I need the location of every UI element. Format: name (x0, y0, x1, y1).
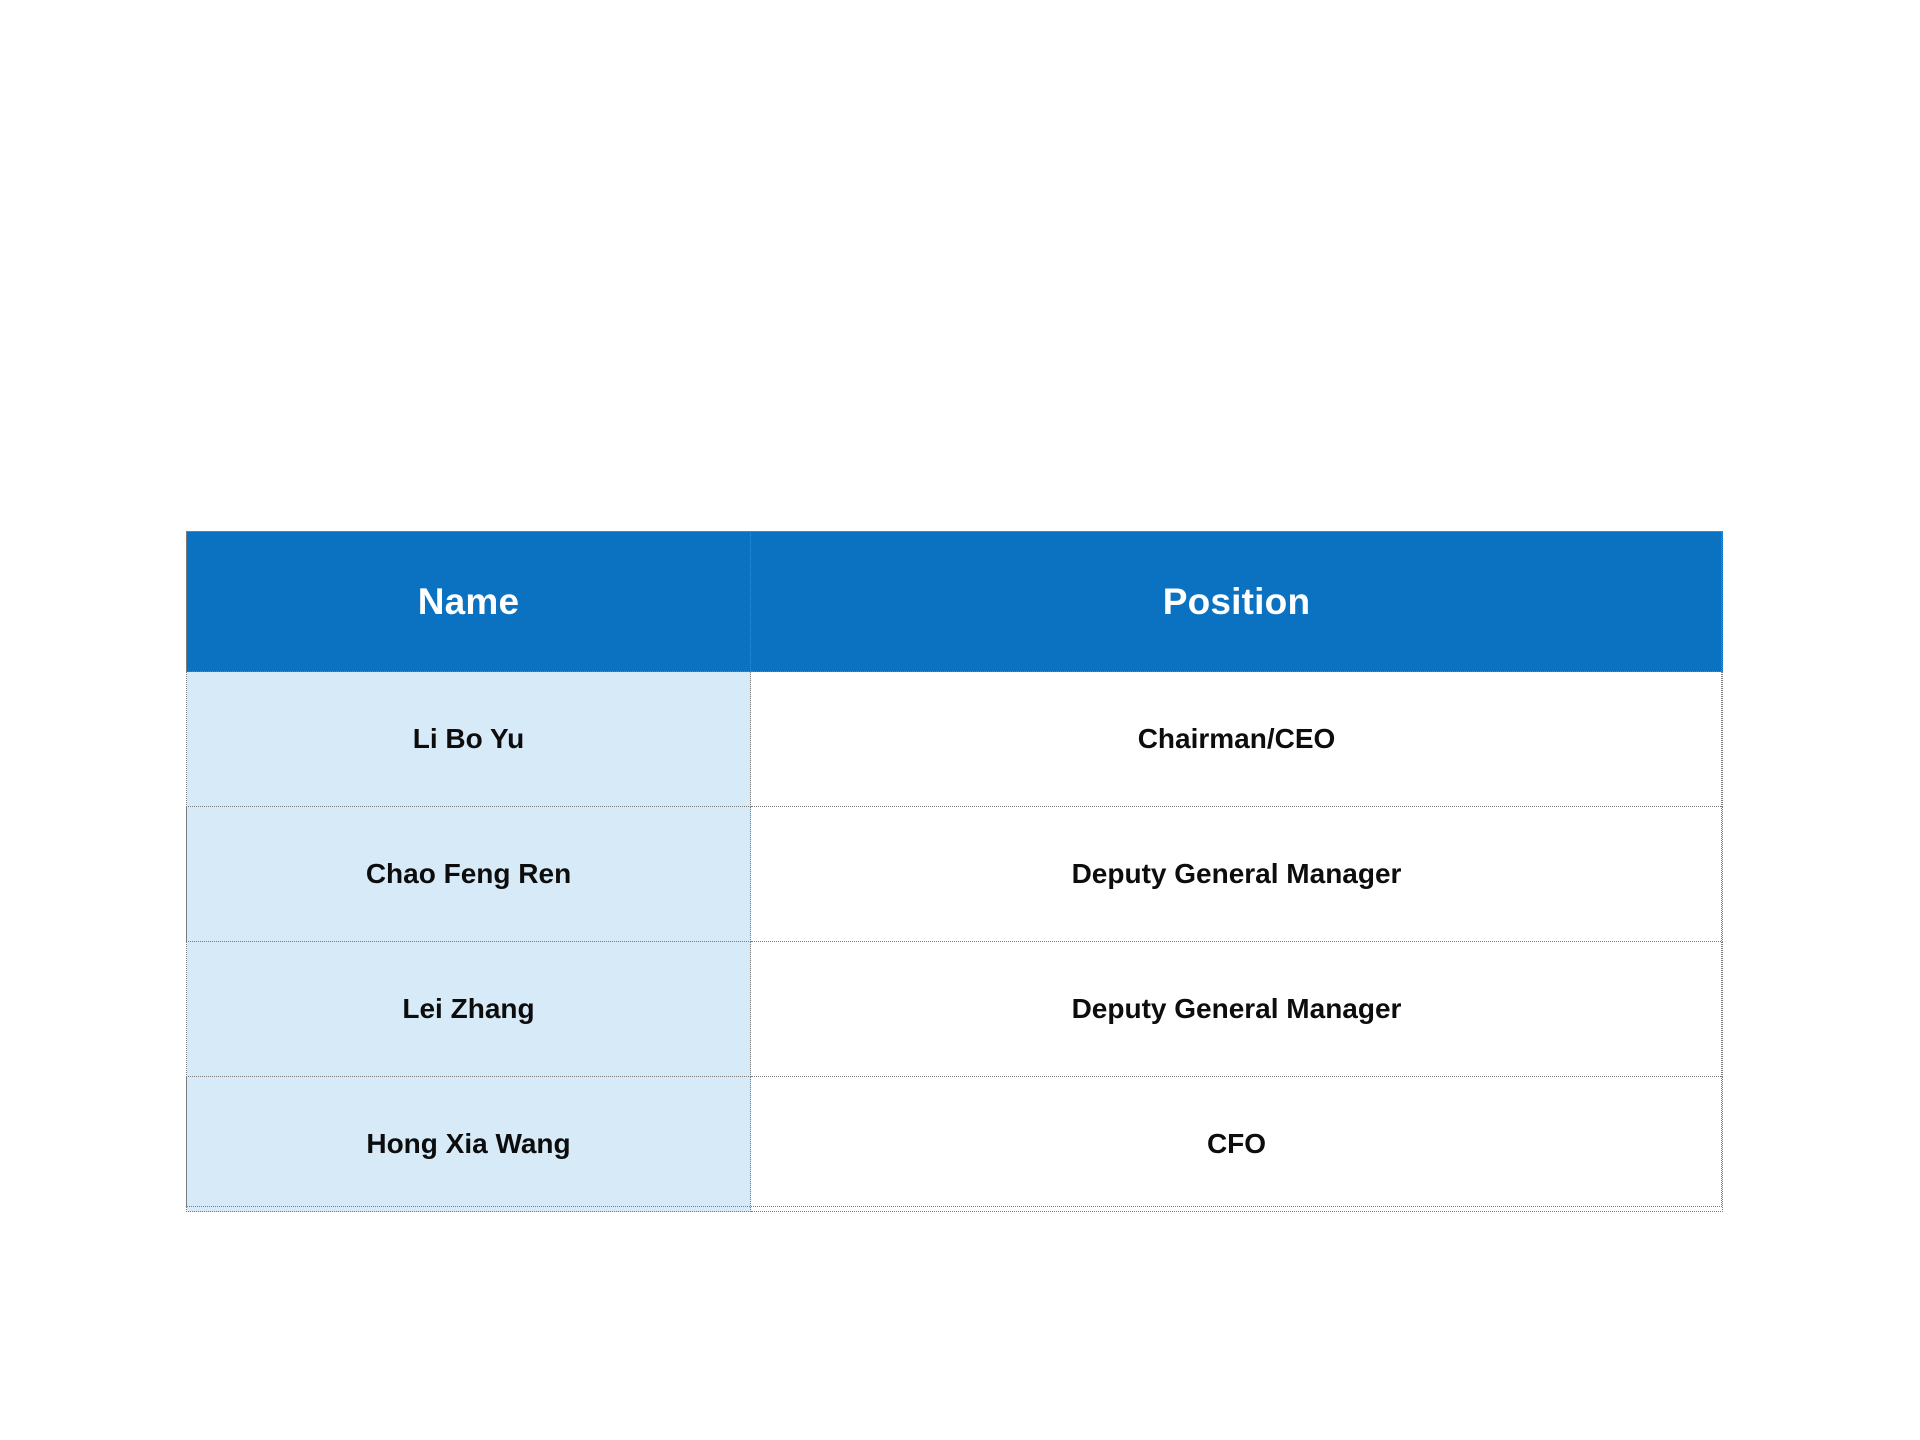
management-table-container: Name Position Li Bo Yu Chairman/CEO Chao… (186, 531, 1723, 1212)
table-row: Chao Feng Ren Deputy General Manager (186, 806, 1723, 942)
cell-name: Lei Zhang (186, 941, 751, 1077)
table-row: Lei Zhang Deputy General Manager (186, 941, 1723, 1077)
cell-name: Li Bo Yu (186, 671, 751, 807)
table-body: Li Bo Yu Chairman/CEO Chao Feng Ren Depu… (186, 671, 1723, 1212)
cell-position: Chairman/CEO (750, 671, 1723, 807)
column-header-name: Name (186, 531, 751, 672)
cell-position: Deputy General Manager (750, 806, 1723, 942)
management-table: Name Position Li Bo Yu Chairman/CEO Chao… (186, 531, 1723, 1212)
table-header: Name Position (186, 531, 1723, 672)
table-row: Li Bo Yu Chairman/CEO (186, 671, 1723, 807)
column-header-position: Position (750, 531, 1723, 672)
cell-name: Hong Xia Wang (186, 1076, 751, 1212)
cell-name: Chao Feng Ren (186, 806, 751, 942)
cell-position: Deputy General Manager (750, 941, 1723, 1077)
table-row: Hong Xia Wang CFO (186, 1076, 1723, 1212)
table-header-row: Name Position (186, 531, 1723, 672)
cell-position: CFO (750, 1076, 1723, 1212)
